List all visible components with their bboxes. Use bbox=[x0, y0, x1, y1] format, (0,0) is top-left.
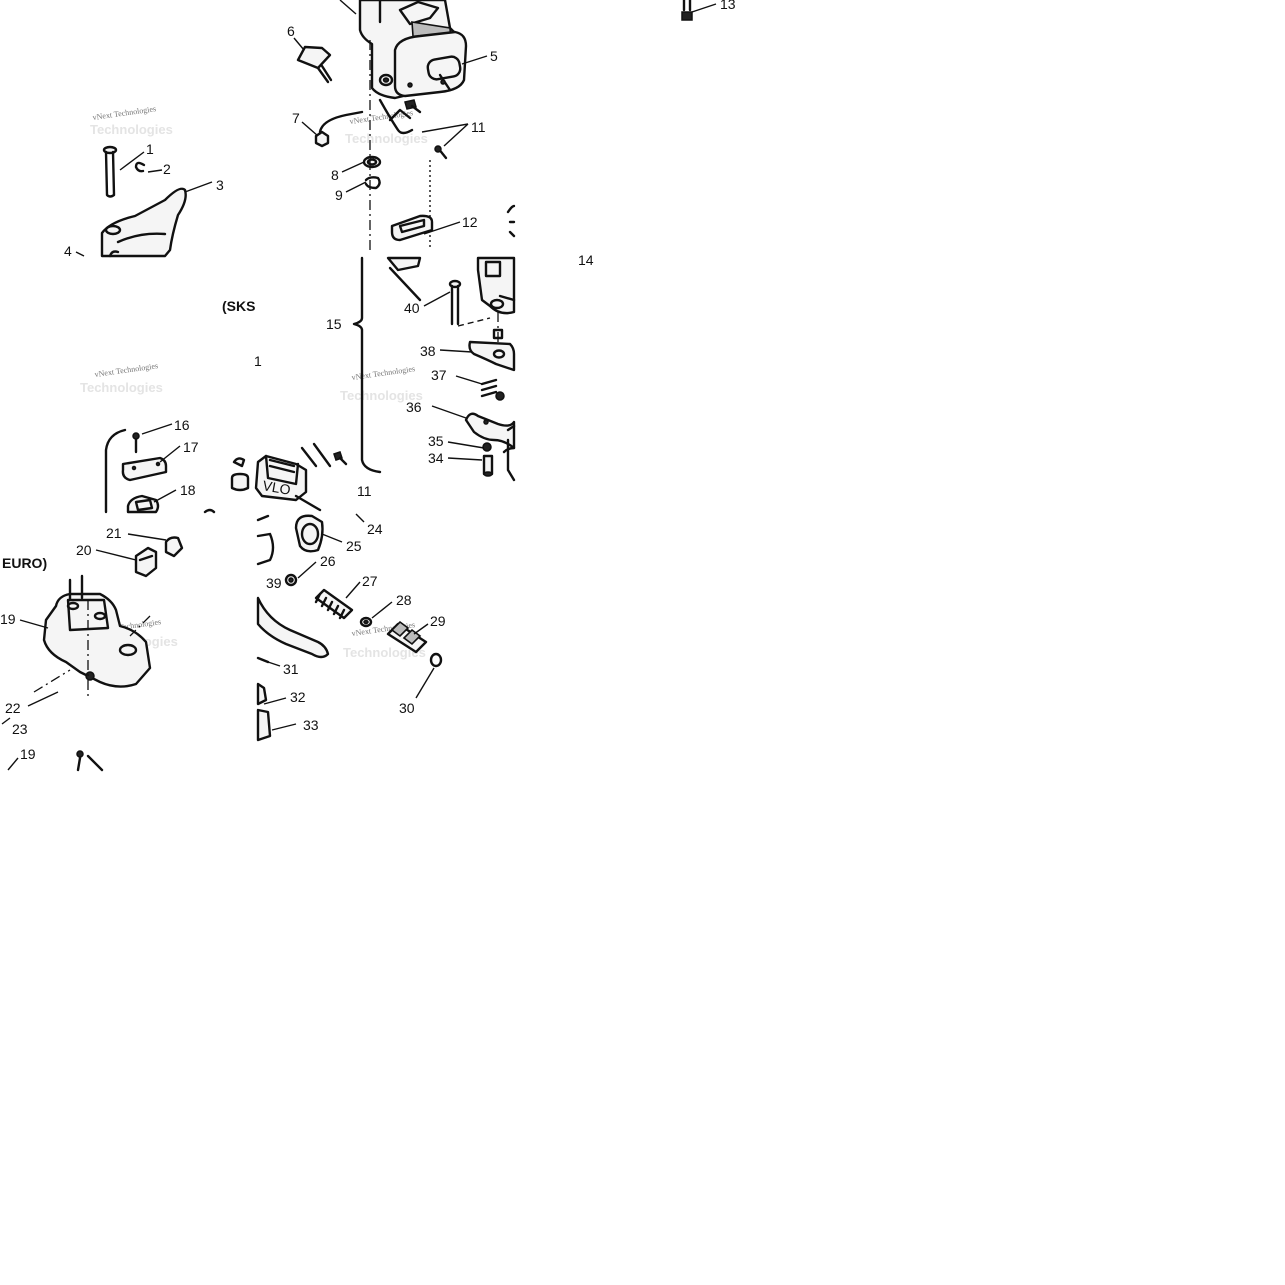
callout-30: 30 bbox=[399, 700, 415, 716]
callout-11-lower: 11 bbox=[357, 483, 372, 499]
callout-26: 26 bbox=[320, 553, 336, 569]
callout-21: 21 bbox=[106, 525, 122, 541]
callout-32: 32 bbox=[290, 689, 306, 705]
callout-36: 36 bbox=[406, 399, 422, 415]
svg-text:Technologies: Technologies bbox=[80, 380, 163, 395]
callout-33: 33 bbox=[303, 717, 319, 733]
callout-15: 15 bbox=[326, 316, 342, 332]
callout-38: 38 bbox=[420, 343, 436, 359]
callout-29: 29 bbox=[430, 613, 446, 629]
callout-28: 28 bbox=[396, 592, 412, 608]
svg-text:Technologies: Technologies bbox=[343, 645, 426, 660]
callout-8: 8 bbox=[331, 167, 339, 183]
watermark: vNext Technologies bbox=[349, 108, 414, 126]
callout-numbers: 1 2 3 4 5 6 7 8 9 11 11 12 13 14 15 16 1… bbox=[0, 0, 736, 762]
callout-14: 14 bbox=[578, 252, 594, 268]
callout-6: 6 bbox=[287, 23, 295, 39]
callout-16: 16 bbox=[174, 417, 190, 433]
leader-lines bbox=[1, 0, 717, 771]
callout-23: 23 bbox=[12, 721, 28, 737]
watermark: vNext Technologies bbox=[94, 361, 159, 379]
group-bracket-15 bbox=[352, 256, 382, 474]
callout-31: 31 bbox=[283, 661, 299, 677]
part-bolt-13 bbox=[681, 0, 693, 21]
section-label-sks: (SKS bbox=[222, 298, 255, 314]
callout-2: 2 bbox=[163, 161, 171, 177]
callout-20: 20 bbox=[76, 542, 92, 558]
callout-18: 18 bbox=[180, 482, 196, 498]
callout-13: 13 bbox=[720, 0, 736, 12]
callout-24: 24 bbox=[367, 521, 383, 537]
callout-39: 39 bbox=[266, 575, 282, 591]
callout-3: 3 bbox=[216, 177, 224, 193]
decal-text: VLO bbox=[261, 477, 291, 498]
callout-40: 40 bbox=[404, 300, 420, 316]
part-right-master-cylinder-group bbox=[386, 204, 516, 482]
callout-7: 7 bbox=[292, 110, 300, 126]
svg-text:Technologies: Technologies bbox=[345, 131, 428, 146]
callout-19-lower: 19 bbox=[20, 746, 36, 762]
part-pin-and-lever-group bbox=[100, 145, 187, 258]
watermark: vNext Technologies bbox=[92, 104, 157, 122]
callout-9: 9 bbox=[335, 187, 343, 203]
callout-5: 5 bbox=[490, 48, 498, 64]
section-label-euro: EURO) bbox=[2, 555, 47, 571]
callout-27: 27 bbox=[362, 573, 378, 589]
part-euro-master-cylinder-group bbox=[33, 536, 184, 772]
callout-19: 19 bbox=[0, 611, 16, 627]
callout-37: 37 bbox=[431, 367, 447, 383]
callout-11: 11 bbox=[471, 119, 486, 135]
callout-12: 12 bbox=[462, 214, 478, 230]
callout-1: 1 bbox=[146, 141, 154, 157]
svg-text:1: 1 bbox=[254, 353, 262, 369]
part-reservoir-group bbox=[296, 0, 468, 250]
callout-25: 25 bbox=[346, 538, 362, 554]
callout-4: 4 bbox=[64, 243, 72, 259]
callout-17: 17 bbox=[183, 439, 199, 455]
callout-35: 35 bbox=[428, 433, 444, 449]
svg-text:Technologies: Technologies bbox=[340, 388, 423, 403]
part-cover-and-switch-group: VLO 1 bbox=[104, 353, 348, 514]
svg-text:Technologies: Technologies bbox=[90, 122, 173, 137]
callout-34: 34 bbox=[428, 450, 444, 466]
part-lever-and-piston-group bbox=[256, 514, 443, 742]
watermark: vNext Technologies bbox=[351, 364, 416, 382]
callout-22: 22 bbox=[5, 700, 21, 716]
